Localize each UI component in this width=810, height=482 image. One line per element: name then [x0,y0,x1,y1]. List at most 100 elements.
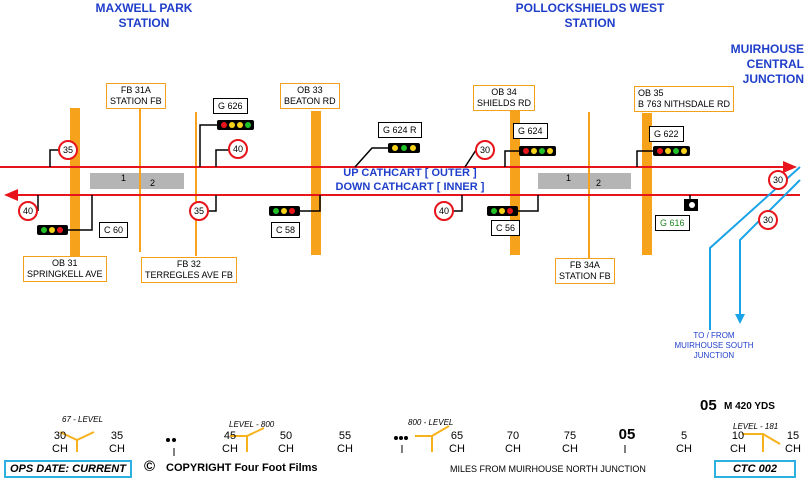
mileage-value: 45 [223,430,237,442]
overbridge-ob31 [70,108,80,256]
down-direction-arrow [4,189,18,201]
down-cathcart-label: DOWN CATHCART [ INNER ] [335,181,485,193]
signal-head-g624r [388,143,420,153]
station-muirhouse-central: MUIRHOUSE CENTRAL JUNCTION [730,42,804,86]
mileage-value: 70 [506,430,520,442]
gradient-level-3: 800 - LEVEL [408,418,454,427]
speed-limit-s40a: 40 [22,206,33,216]
signal-head-g616 [684,199,698,211]
signal-g616-label: G 616 [655,215,690,231]
mileage-unit: CH [449,443,465,455]
post-g624r [354,147,388,168]
platform-maxwell-park [90,173,184,189]
mileage-ticks [173,445,626,456]
speed-roundel-s30b [768,170,788,190]
mileage-unit: CH [278,443,294,455]
speed-limit-s35b: 35 [193,206,204,216]
post-speed-40c [452,195,463,212]
station-maxwell-park: MAXWELL PARK STATION [95,1,193,30]
signal-head-g626 [217,120,254,130]
signal-head-c56 [487,206,518,216]
mileage-unit: CH [222,443,238,455]
copyright-symbol: © [144,458,156,475]
ops-date-box: OPS DATE: CURRENT [4,460,132,478]
speed-roundel-s35a [58,140,78,160]
mileage-marker: 05 [612,427,642,442]
branch-arrow [735,314,745,324]
speed-limit-s30b: 30 [772,175,783,185]
post-speed-30a [464,149,477,168]
speed-roundel-s40c [434,201,454,221]
post-c60 [66,195,93,231]
speed-limit-s30a: 30 [479,145,490,155]
speed-limit-s40b: 40 [232,144,243,154]
platform-number-2b: 2 [596,178,602,188]
platform-pollokshields-west [538,173,631,189]
post-speed-35a [49,149,60,167]
post-g622 [636,150,653,167]
post-g626 [199,124,217,167]
mileage-value: 5 [680,430,688,442]
mileage-gradient-marks [59,425,781,452]
signal-head-g624 [519,146,556,156]
overbridge-ob34 [510,111,520,255]
gradient-level-4: LEVEL - 181 [733,422,779,431]
mileage-value: 35 [110,430,124,442]
speed-roundel-s35b [189,201,209,221]
up-cathcart-label: UP CATHCART [ OUTER ] [343,167,477,179]
post-speed-40b [215,149,230,167]
mileage-unit: CH [109,443,125,455]
gradient-level-2: LEVEL - 800 [229,420,275,429]
label-fb32: FB 32 TERREGLES AVE FB [141,257,237,283]
signal-c56-label: C 56 [491,220,521,236]
label-fb31a: FB 31A STATION FB [106,83,166,109]
label-fb34a: FB 34A STATION FB [555,258,615,284]
mileage-value: 75 [563,430,577,442]
speed-roundel-s30c [758,210,778,230]
platform-number-1a: 1 [121,173,127,183]
total-mileage: 05 [700,397,717,414]
speed-limit-s40c: 40 [438,206,449,216]
signal-head-c58 [269,206,300,216]
signal-head-c60 [37,225,68,235]
label-ob33: OB 33 BEATON RD [280,83,340,109]
mileage-dots [166,436,408,442]
total-mileage-unit: M 420 YDS [724,401,775,412]
speed-roundel-s40b [228,139,248,159]
label-ob34: OB 34 SHIELDS RD [473,85,536,111]
mileage-unit: CH [785,443,801,455]
mileage-unit: CH [505,443,521,455]
label-ob31: OB 31 SPRINGKELL AVE [23,256,107,282]
mileage-value: 65 [450,430,464,442]
overbridge-ob35 [642,113,652,255]
up-direction-arrow [783,161,797,173]
signal-g624-label: G 624 [513,123,548,139]
branch-label: TO / FROM MUIRHOUSE SOUTH JUNCTION [674,331,754,360]
branch-line-inner [739,179,801,316]
platform-number-1b: 1 [566,173,572,183]
speed-limit-s30c: 30 [762,215,773,225]
mileage-value: 30 [53,430,67,442]
signal-g622-label: G 622 [649,126,684,142]
post-c56 [518,195,539,212]
platform-number-2a: 2 [150,178,156,188]
signal-g624r-label: G 624 R [378,122,422,138]
signal-c60-label: C 60 [99,222,129,238]
signal-g626-label: G 626 [213,98,248,114]
station-pollokshields-west: POLLOCKSHIELDS WEST STATION [515,1,665,30]
post-g624 [504,150,519,167]
mileage-caption: MILES FROM MUIRHOUSE NORTH JUNCTION [450,464,646,474]
signal-c58-label: C 58 [271,222,301,238]
